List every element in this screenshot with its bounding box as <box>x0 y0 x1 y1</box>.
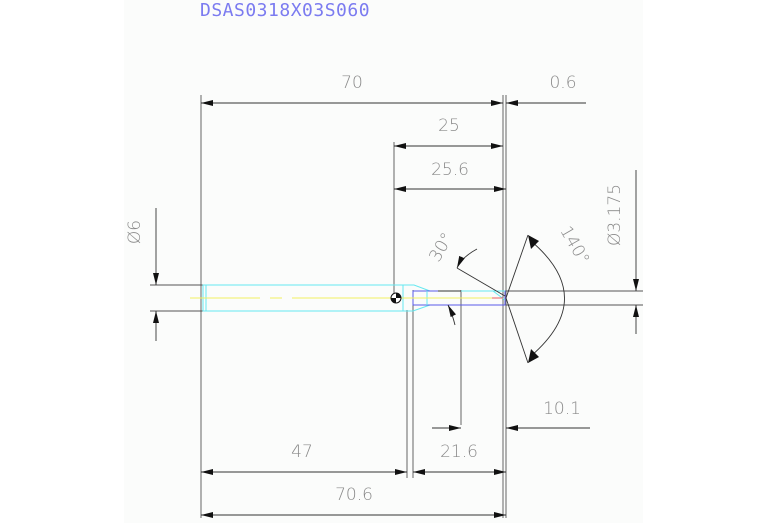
svg-text:10.1: 10.1 <box>543 399 581 419</box>
dimension-47: 47 <box>201 442 407 475</box>
dimension-10-1: 10.1 <box>432 399 590 431</box>
dimension-25-6: 25.6 <box>394 160 506 192</box>
extension-lines <box>150 95 643 518</box>
dimension-21-6: 21.6 <box>413 442 506 475</box>
svg-text:70.6: 70.6 <box>335 485 373 505</box>
dimension-25: 25 <box>394 116 503 149</box>
dimension-70: 70 <box>201 73 503 106</box>
svg-text:25.6: 25.6 <box>431 160 469 180</box>
dimension-diameter-6: Ø6 <box>125 208 159 341</box>
tool-body <box>190 284 530 312</box>
dimension-angle-30: 30° <box>425 229 506 326</box>
svg-text:25: 25 <box>438 116 460 136</box>
svg-text:140°: 140° <box>555 223 593 268</box>
dimension-70-6: 70.6 <box>201 485 506 518</box>
svg-text:21.6: 21.6 <box>440 442 478 462</box>
center-mark-icon <box>390 292 402 304</box>
dimension-0-6: 0.6 <box>506 73 586 106</box>
drawing-sheet <box>124 0 643 523</box>
svg-text:0.6: 0.6 <box>549 73 576 93</box>
dimension-angle-140: 140° <box>505 223 593 364</box>
part-number-title: DSAS0318X03S060 <box>200 0 370 21</box>
svg-text:Ø3.175: Ø3.175 <box>605 184 625 246</box>
dimension-diameter-3-175: Ø3.175 <box>605 170 639 334</box>
svg-text:30°: 30° <box>425 229 457 265</box>
svg-text:47: 47 <box>291 442 313 462</box>
svg-text:70: 70 <box>341 73 363 93</box>
svg-text:Ø6: Ø6 <box>125 220 145 244</box>
